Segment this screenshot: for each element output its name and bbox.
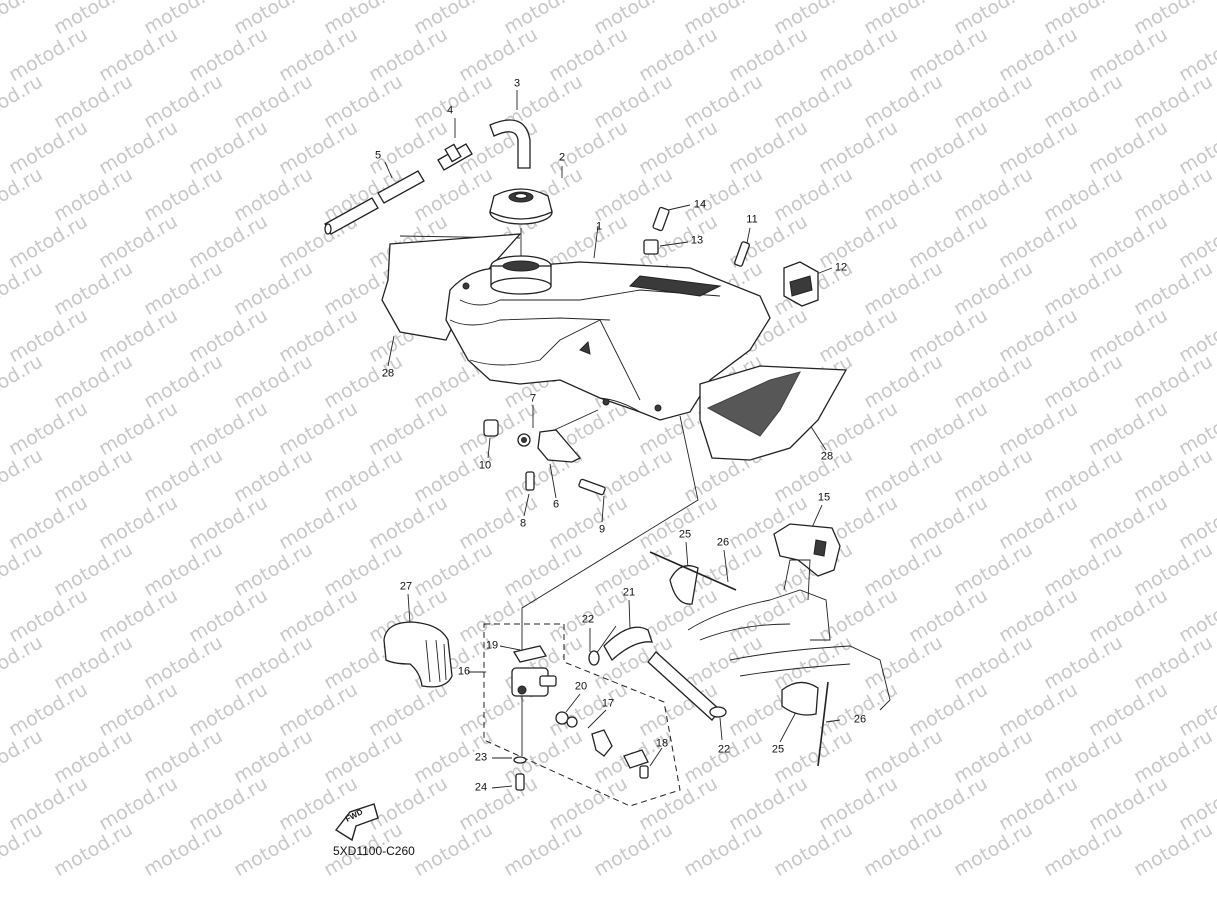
part-10-damper xyxy=(483,419,499,437)
diagram-code: 5XD1100-C260 xyxy=(333,844,415,858)
part-6-bracket xyxy=(537,429,582,463)
part-8-bolt xyxy=(525,471,535,491)
callout-3: 3 xyxy=(513,77,521,90)
part-17-oring xyxy=(566,716,578,728)
callout-16: 16 xyxy=(457,665,471,678)
part-2-fuel-cap xyxy=(489,188,553,225)
part-26-tie-2 xyxy=(817,681,829,767)
callout-12: 12 xyxy=(834,261,848,274)
callout-24: 24 xyxy=(474,781,488,794)
callout-1: 1 xyxy=(595,220,603,233)
part-3-hose xyxy=(489,119,531,169)
part-23-washer xyxy=(513,756,527,764)
callout-19: 19 xyxy=(485,639,499,652)
callout-27: 27 xyxy=(399,580,413,593)
callout-21: 21 xyxy=(622,586,636,599)
callout-25: 25 xyxy=(678,528,692,541)
part-5-hose xyxy=(324,170,425,235)
callout-15: 15 xyxy=(817,491,831,504)
part-26-tie xyxy=(649,551,737,591)
callout-22-b: 22 xyxy=(717,743,731,756)
part-16-fuel-cock xyxy=(511,667,557,697)
fwd-arrow-icon xyxy=(334,803,379,842)
part-7-collar xyxy=(517,433,531,447)
part-13-nut xyxy=(643,239,659,255)
part-9-bolt xyxy=(578,478,606,496)
part-4-fitting xyxy=(437,143,473,171)
part-18-screw xyxy=(623,749,649,779)
part-16-fuel-cock-assembly-outline xyxy=(483,623,681,807)
callout-25-b: 25 xyxy=(771,743,785,756)
part-24-bolt xyxy=(515,773,525,791)
part-28-left-cover xyxy=(381,233,522,341)
callout-4: 4 xyxy=(446,104,454,117)
callout-26: 26 xyxy=(716,536,730,549)
part-22-clamp-2 xyxy=(709,706,727,718)
callout-26-b: 26 xyxy=(853,713,867,726)
callout-10: 10 xyxy=(478,459,492,472)
callout-5: 5 xyxy=(374,149,382,162)
part-1-fuel-tank xyxy=(445,255,771,421)
frame-outline xyxy=(687,559,891,711)
callout-7: 7 xyxy=(529,392,537,405)
callout-20: 20 xyxy=(574,680,588,693)
callout-13: 13 xyxy=(690,234,704,247)
part-25-band-2 xyxy=(781,681,819,716)
part-11-bolt xyxy=(734,241,750,267)
part-25-band xyxy=(669,565,699,605)
callout-9: 9 xyxy=(598,523,606,536)
part-19-plate xyxy=(512,645,548,663)
callout-8: 8 xyxy=(519,517,527,530)
part-22-clamp xyxy=(588,650,600,666)
callout-14: 14 xyxy=(693,198,707,211)
callout-23: 23 xyxy=(474,751,488,764)
callout-22: 22 xyxy=(581,613,595,626)
part-21-hose xyxy=(603,626,653,662)
callout-28: 28 xyxy=(381,367,395,380)
callout-11: 11 xyxy=(746,213,758,226)
callout-18: 18 xyxy=(655,737,669,750)
callout-6: 6 xyxy=(552,498,560,511)
part-14-bolt xyxy=(652,206,670,232)
part-17-elbow xyxy=(591,729,613,757)
part-15-holder xyxy=(773,523,841,577)
callout-2: 2 xyxy=(558,151,566,164)
part-20-oring xyxy=(555,711,569,725)
callout-17: 17 xyxy=(601,697,615,710)
part-27-protector xyxy=(383,621,453,688)
callout-28-b: 28 xyxy=(820,450,834,463)
